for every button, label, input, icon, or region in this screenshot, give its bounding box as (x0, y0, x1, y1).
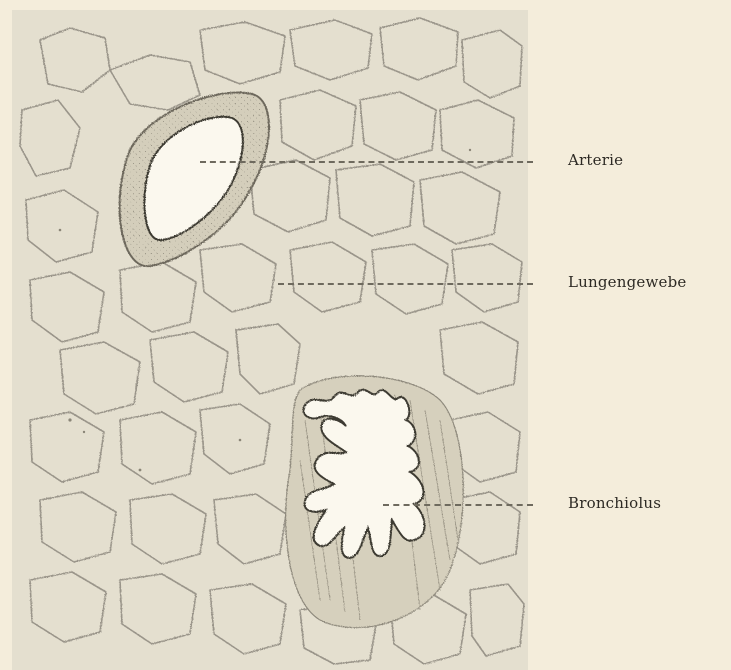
tissue-plate (12, 10, 528, 670)
arterie-leader-line (200, 161, 533, 163)
lungengewebe-label: Lungengewebe (568, 273, 687, 291)
bronchiolus-leader-line (383, 504, 533, 506)
lungengewebe-leader-line (278, 283, 533, 285)
bronchiolus-lumen (303, 390, 424, 558)
bronchiolus-label: Bronchiolus (568, 494, 661, 512)
arterie-label: Arterie (568, 151, 623, 169)
